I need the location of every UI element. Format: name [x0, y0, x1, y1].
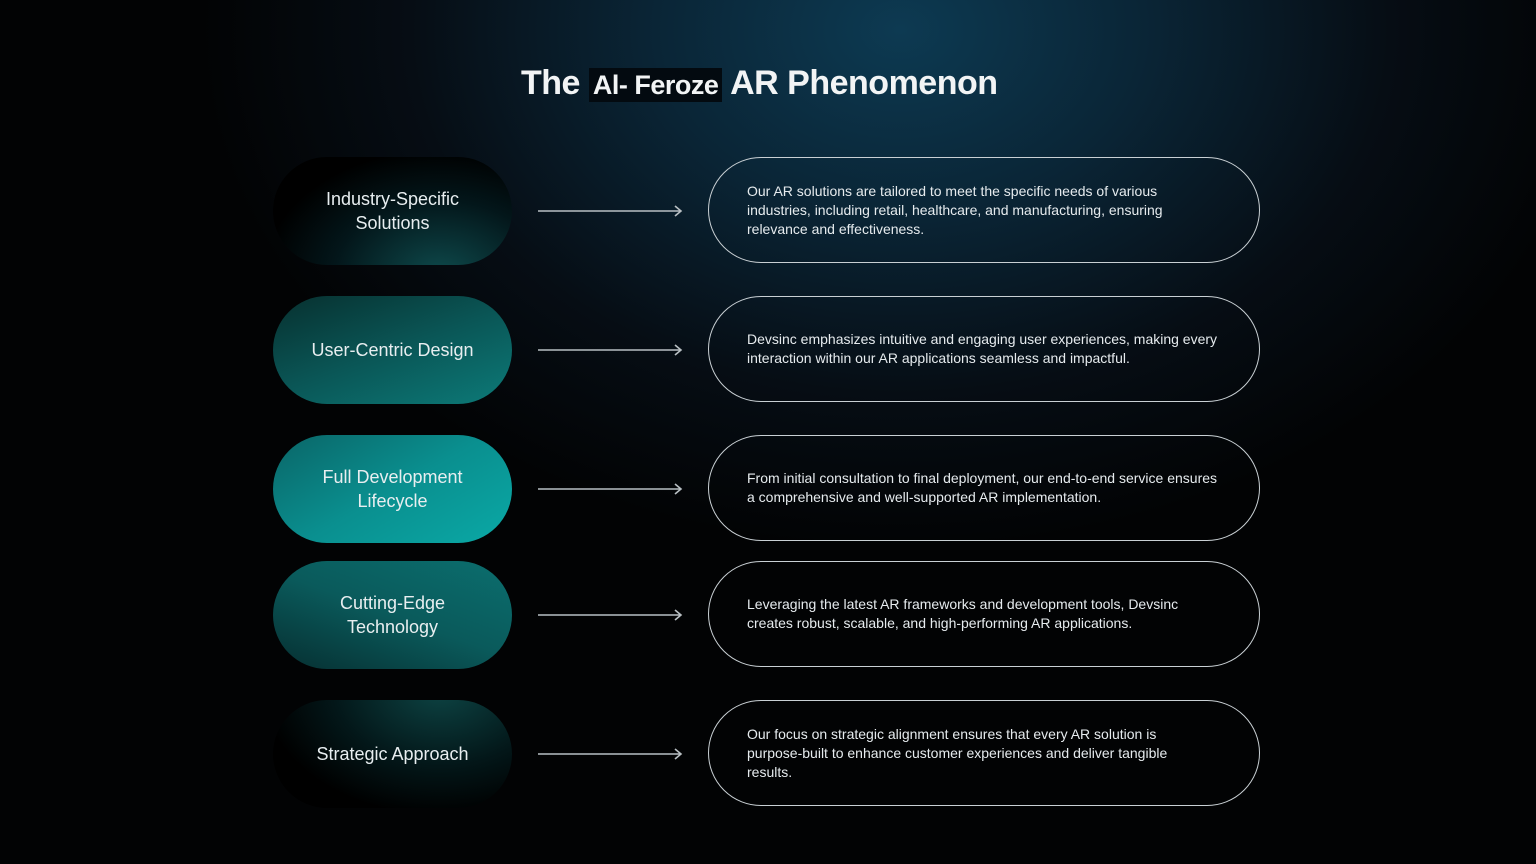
feature-pill-strategic: Strategic Approach [273, 700, 512, 808]
description-text: Devsinc emphasizes intuitive and engagin… [747, 331, 1218, 366]
description-text: Our AR solutions are tailored to meet th… [747, 182, 1163, 237]
description-box: Our focus on strategic alignment ensures… [708, 700, 1260, 806]
title-suffix: AR Phenomenon [730, 64, 998, 102]
feature-label: Strategic Approach [316, 744, 469, 764]
arrow-right-icon [538, 748, 683, 760]
feature-label: Industry-Specific Solutions [325, 189, 460, 233]
feature-pill-full-lifecycle: Full Development Lifecycle [273, 435, 512, 543]
description-box: Devsinc emphasizes intuitive and engagin… [708, 296, 1260, 402]
arrow-right-icon [538, 609, 683, 621]
title-brand: Al- Feroze [588, 68, 723, 102]
feature-pill-user-centric: User-Centric Design [273, 296, 512, 404]
arrow-right-icon [538, 344, 683, 356]
description-text: From initial consultation to final deplo… [747, 470, 1218, 505]
title-prefix: The [521, 64, 580, 102]
page-title: The Al- Feroze AR Phenomenon [521, 64, 998, 103]
feature-label: Full Development Lifecycle [322, 467, 463, 511]
feature-label: User-Centric Design [311, 340, 474, 360]
description-box: Our AR solutions are tailored to meet th… [708, 157, 1260, 263]
description-text: Leveraging the latest AR frameworks and … [747, 596, 1179, 631]
description-box: From initial consultation to final deplo… [708, 435, 1260, 541]
arrow-right-icon [538, 483, 683, 495]
arrow-right-icon [538, 205, 683, 217]
description-box: Leveraging the latest AR frameworks and … [708, 561, 1260, 667]
feature-pill-cutting-edge: Cutting-Edge Technology [273, 561, 512, 669]
description-text: Our focus on strategic alignment ensures… [747, 725, 1168, 780]
feature-label: Cutting-Edge Technology [339, 593, 446, 637]
feature-pill-industry-specific: Industry-Specific Solutions [273, 157, 512, 265]
